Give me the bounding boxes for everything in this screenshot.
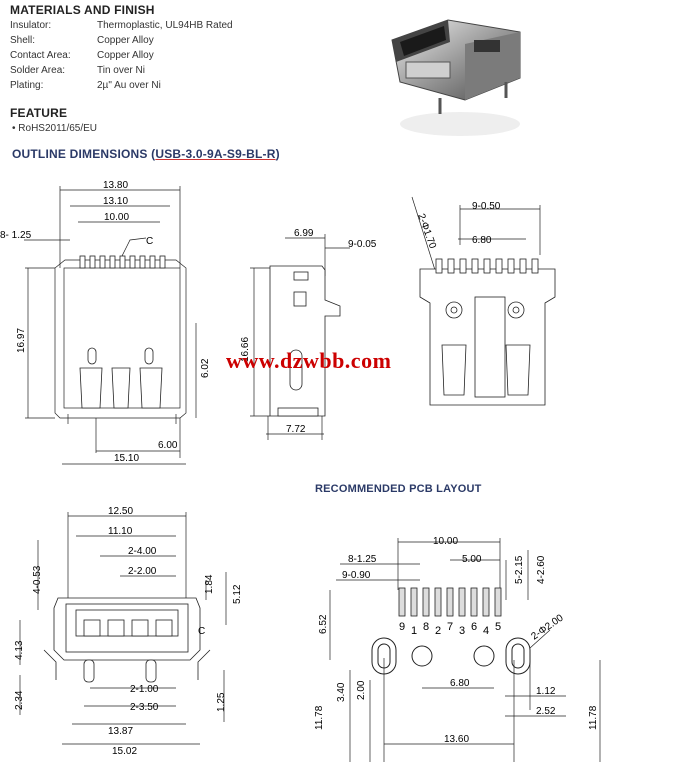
pcb-dim-2-52: 2.52 [536,706,556,717]
pcb-dim-5-00: 5.00 [462,554,482,565]
pcb-dim-10-00: 10.00 [433,536,458,547]
feature-item-text: RoHS2011/65/EU [18,123,98,134]
product-photo [391,19,521,136]
front-dim-13-80: 13.80 [103,180,128,191]
bottom-dim-2-1-00: 2-1.00 [130,684,159,695]
pcb-dim-6-52: 6.52 [318,614,329,634]
outline-heading: OUTLINE DIMENSIONS (USB-3.0-9A-S9-BL-R) [12,147,280,161]
pcb-heading: RECOMMENDED PCB LAYOUT [315,483,482,495]
side-dim-16-66: 16.66 [240,337,251,362]
pcb-dim-11-78-right: 11.78 [588,705,599,730]
bottom-dim-4-0-53: 4-0.53 [32,565,43,594]
watermark-text: www.dzwbb.com [226,348,392,373]
pcb-dim-11-78-left: 11.78 [314,705,325,730]
pcb-dim-5-2-15: 5-2.15 [514,555,525,584]
material-label-contact: Contact Area: [10,50,71,61]
pcb-dim-2-00: 2.00 [356,680,367,700]
material-label-shell: Shell: [10,35,36,46]
pcb-dim-9-0-90: 9-0.90 [342,570,371,581]
pcb-dim-4-2-60: 4-2.60 [536,555,547,584]
materials-heading: MATERIALS AND FINISH [10,3,155,17]
bottom-dim-2-2-00: 2-2.00 [128,566,157,577]
front-dim-15-10: 15.10 [114,453,139,464]
pcb-dim-3-40: 3.40 [336,682,347,702]
back-dim-9-0-50: 9-0.50 [472,201,501,212]
outline-heading-prefix: OUTLINE DIMENSIONS ( [12,147,156,161]
bottom-dim-5-12: 5.12 [232,584,243,604]
back-dim-hole: 2-Φ1.70 [415,212,438,250]
pcb-layout-drawing: 10.00 5.00 8-1.25 9-0.90 5-2.15 4-2.60 6… [314,536,601,762]
pin-number: 5 [495,621,501,633]
pcb-dim-8-1-25: 8-1.25 [348,554,377,565]
pcb-dim-6-80: 6.80 [450,678,470,689]
outline-heading-suffix: ) [275,147,280,161]
bottom-dim-2-3-50: 2-3.50 [130,702,159,713]
pin-number: 7 [447,621,453,633]
bottom-dim-11-10: 11.10 [108,526,133,537]
pcb-dim-1-12: 1.12 [536,686,556,697]
material-label-insulator: Insulator: [10,20,52,31]
pin-number: 2 [435,625,441,637]
pcb-dim-13-60: 13.60 [444,734,469,745]
material-value-contact: Copper Alloy [97,50,154,61]
side-dim-7-72: 7.72 [286,424,306,435]
pin-number: 1 [411,625,417,637]
material-label-plating: Plating: [10,80,44,91]
pin-number: 8 [423,621,429,633]
pin-number: 4 [483,625,489,637]
bottom-dim-1-84: 1.84 [204,574,215,594]
front-dim-13-10: 13.10 [103,196,128,207]
bottom-dim-15-02: 15.02 [112,746,137,757]
pin-number: 9 [399,621,405,633]
front-dim-16-97: 16.97 [16,328,27,353]
bottom-dim-1-25: 1.25 [216,692,227,712]
side-dim-6-99: 6.99 [294,228,314,239]
pin-number: 6 [471,621,477,633]
bottom-dim-2-34: 2.34 [14,690,25,710]
back-view-drawing: 2-Φ1.70 9-0.50 6.80 [411,196,556,406]
front-view-drawing: 13.80 13.10 10.00 8- 1.25 C 16.97 6.02 6… [0,180,211,465]
front-centerline: C [146,236,153,247]
front-dim-pitch: 8- 1.25 [0,230,32,241]
front-dim-10-00: 10.00 [104,212,129,223]
bottom-centerline: C [198,626,205,637]
front-dim-6-02: 6.02 [200,358,211,378]
bottom-dim-4-13: 4.13 [14,640,25,660]
material-value-insulator: Thermoplastic, UL94HB Rated [97,20,233,31]
material-label-solder: Solder Area: [10,65,66,76]
part-number-link[interactable]: USB-3.0-9A-S9-BL-R [155,147,276,161]
side-view-drawing: 6.99 9-0.05 16.66 7.72 [240,228,377,440]
bottom-view-drawing: 12.50 11.10 2-4.00 2-2.00 4-0.53 1.84 5.… [14,506,243,757]
feature-item: • RoHS2011/65/EU [12,123,98,134]
bottom-dim-13-87: 13.87 [108,726,133,737]
pcb-dim-hole: 2-Φ2.00 [529,612,565,642]
bottom-dim-12-50: 12.50 [108,506,133,517]
side-dim-9-0-05: 9-0.05 [348,239,377,250]
back-dim-6-80: 6.80 [472,235,492,246]
material-value-plating: 2µ" Au over Ni [97,80,161,91]
front-dim-6-00: 6.00 [158,440,178,451]
material-value-solder: Tin over Ni [97,65,145,76]
material-value-shell: Copper Alloy [97,35,154,46]
bottom-dim-2-4-00: 2-4.00 [128,546,157,557]
feature-heading: FEATURE [10,106,68,120]
pin-number: 3 [459,625,465,637]
